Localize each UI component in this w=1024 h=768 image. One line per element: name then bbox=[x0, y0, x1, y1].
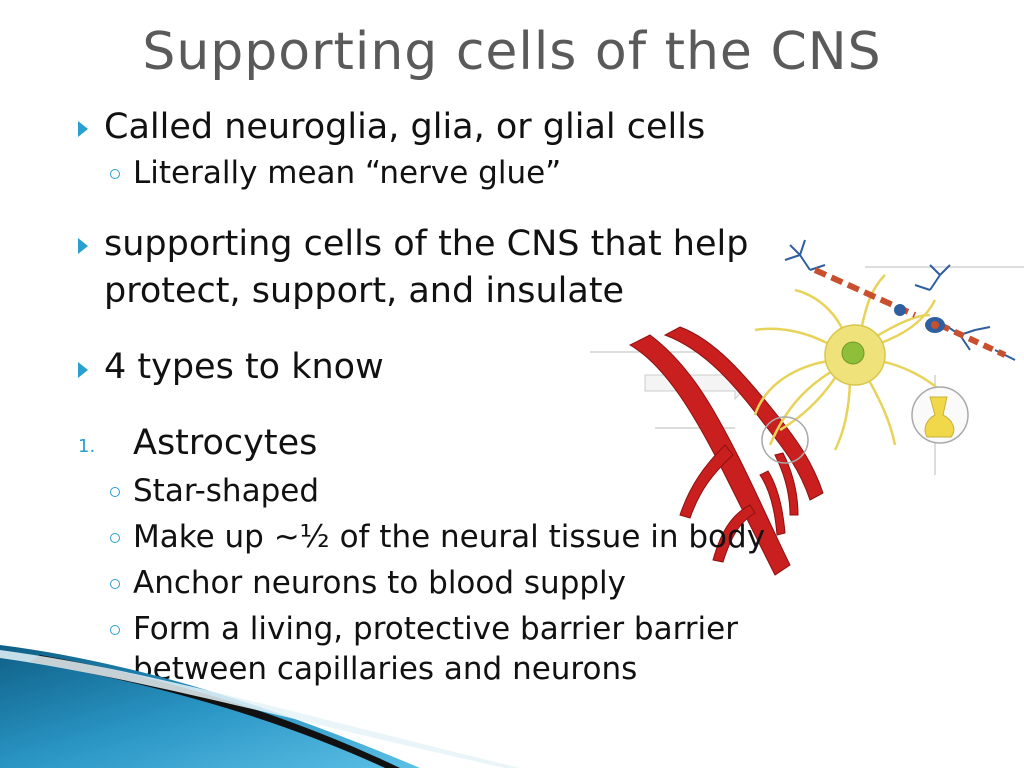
number-marker: 1. bbox=[78, 436, 96, 457]
bullet-1-sub-1: Literally mean “nerve glue” bbox=[133, 155, 562, 191]
astrocytes-heading: Astrocytes bbox=[133, 423, 318, 463]
triangle-bullet-icon bbox=[78, 362, 88, 378]
ring-bullet-icon bbox=[110, 487, 120, 497]
ring-bullet-icon bbox=[110, 169, 120, 179]
astrocyte-illustration bbox=[590, 239, 1024, 576]
ring-bullet-icon bbox=[110, 533, 120, 543]
decorative-wave bbox=[0, 645, 520, 768]
astrocyte-sub-3: Anchor neurons to blood supply bbox=[133, 565, 627, 601]
bullet-2-line-2: protect, support, and insulate bbox=[104, 271, 625, 311]
ring-bullet-icon bbox=[110, 579, 120, 589]
bullet-1-text: Called neuroglia, glia, or glial cells bbox=[104, 107, 706, 147]
triangle-bullet-icon bbox=[78, 238, 88, 254]
astrocyte-sub-4-line-2: between capillaries and neurons bbox=[133, 651, 638, 687]
bullet-3-text: 4 types to know bbox=[104, 347, 384, 387]
slide-title: Supporting cells of the CNS bbox=[142, 22, 882, 82]
triangle-bullet-icon bbox=[78, 121, 88, 137]
ring-bullet-icon bbox=[110, 625, 120, 635]
astrocyte-sub-2: Make up ~½ of the neural tissue in body bbox=[133, 519, 766, 555]
astrocyte-sub-1: Star-shaped bbox=[133, 473, 319, 509]
astrocyte-sub-4-line-1: Form a living, protective barrier barrie… bbox=[133, 611, 738, 647]
bullet-2-line-1: supporting cells of the CNS that help bbox=[104, 224, 749, 264]
